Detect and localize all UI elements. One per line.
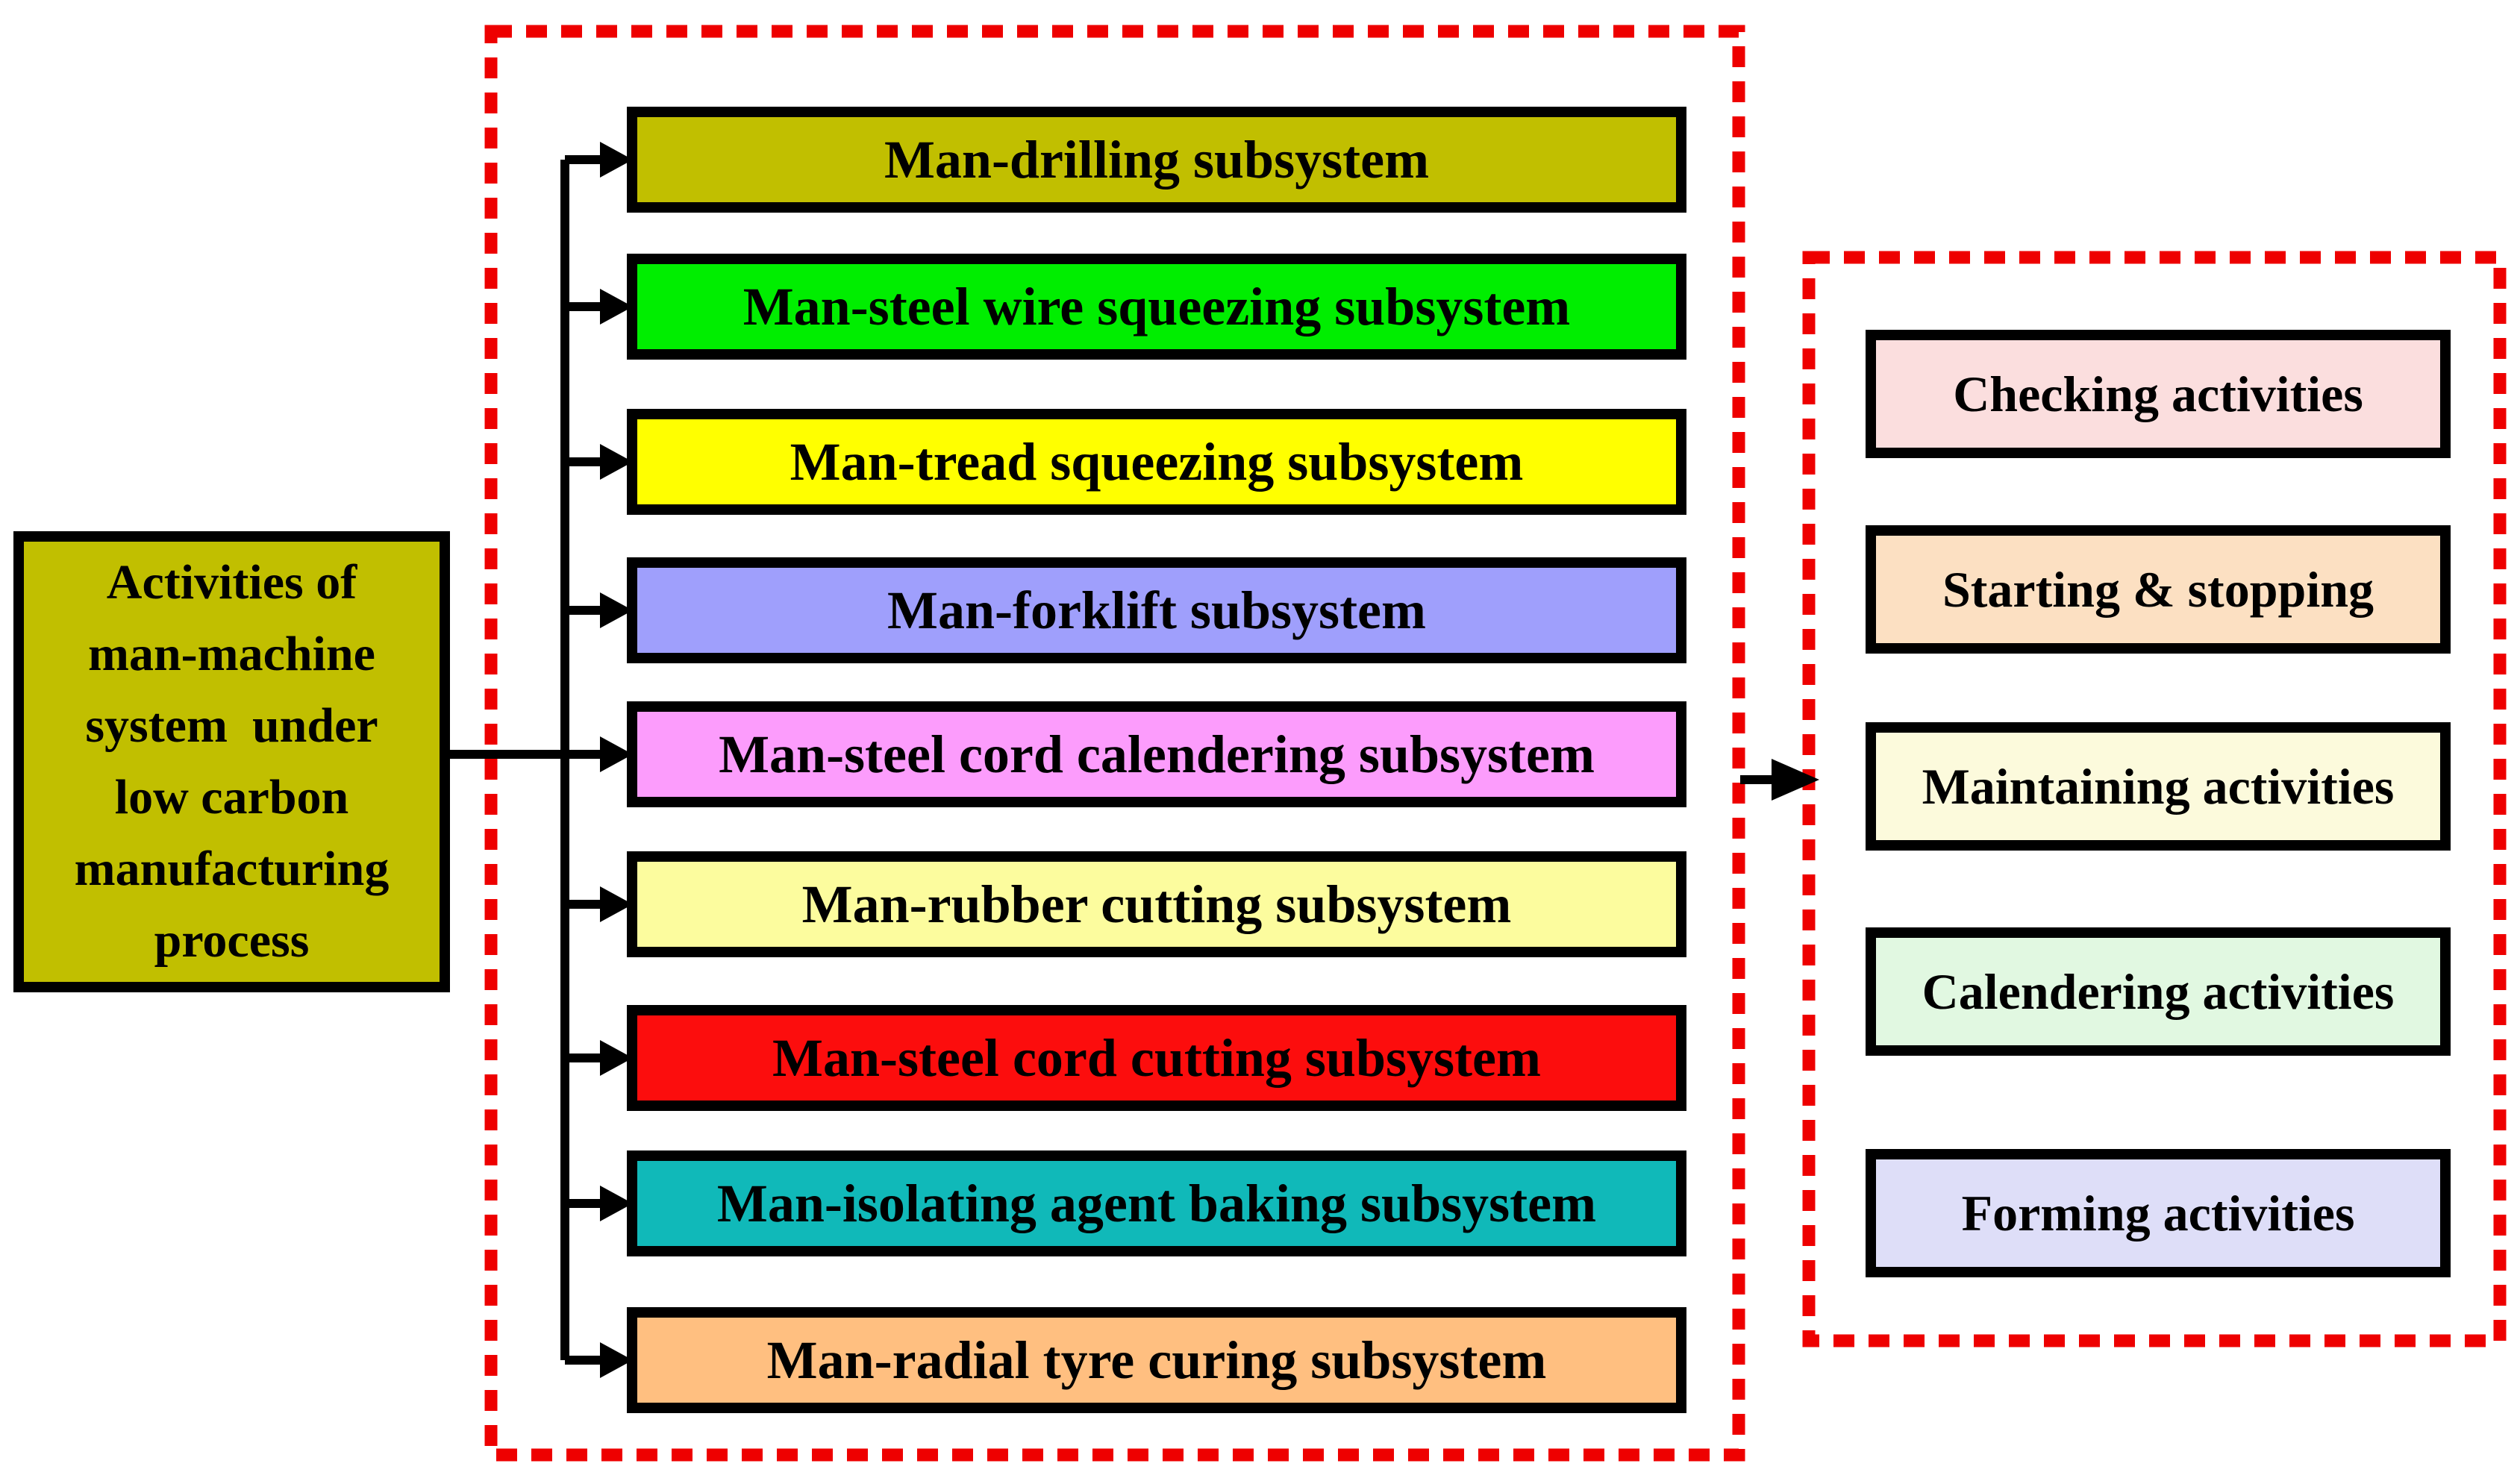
arrowhead-8 [600,1186,633,1221]
arrowhead-3 [600,444,633,480]
arrows [450,142,1819,1378]
activities-group-dashed-border [1802,251,2507,1347]
arrowhead-2 [600,289,633,325]
subsystems-group-dashed-border [484,25,1745,1462]
subsystem-box-man-tread-squeezing: Man-tread squeezing subsystem [627,409,1686,515]
subsystem-box-man-steel-cord-cutting: Man-steel cord cutting subsystem [627,1005,1686,1111]
subsystem-box-man-radial-tyre-curing: Man-radial tyre curing subsystem [627,1307,1686,1413]
source-box-line: system under [85,698,378,753]
activity-box-calendering: Calendering activities [1866,927,2451,1056]
source-box: Activities of man-machine system under l… [13,531,450,992]
subsystem-box-man-isolating-agent-baking: Man-isolating agent baking subsystem [627,1150,1686,1256]
arrowhead-6 [600,886,633,922]
source-box-line: low carbon [114,770,349,824]
arrowhead-5 [600,736,633,772]
subsystem-box-man-forklift: Man-forklift subsystem [627,557,1686,663]
group-to-activities-arrowhead [1772,759,1819,801]
activity-box-starting-stopping: Starting & stopping [1866,525,2451,654]
arrowhead-4 [600,592,633,628]
activity-box-maintaining: Maintaining activities [1866,722,2451,851]
dashed-borders [484,25,2507,1462]
arrowhead-7 [600,1040,633,1076]
arrowhead-9 [600,1342,633,1378]
activity-box-forming: Forming activities [1866,1149,2451,1277]
subsystem-box-man-drilling: Man-drilling subsystem [627,107,1686,213]
subsystem-box-man-steel-wire-squeezing: Man-steel wire squeezing subsystem [627,254,1686,360]
source-box-line: manufacturing [74,842,390,896]
source-box-line: process [154,913,310,968]
source-box-line: man-machine [88,627,375,681]
activity-box-checking: Checking activities [1866,330,2451,458]
subsystem-box-man-rubber-cutting: Man-rubber cutting subsystem [627,851,1686,957]
arrowhead-1 [600,142,633,178]
subsystem-box-man-steel-cord-calendering: Man-steel cord calendering subsystem [627,701,1686,807]
source-box-line: Activities of [106,555,357,610]
